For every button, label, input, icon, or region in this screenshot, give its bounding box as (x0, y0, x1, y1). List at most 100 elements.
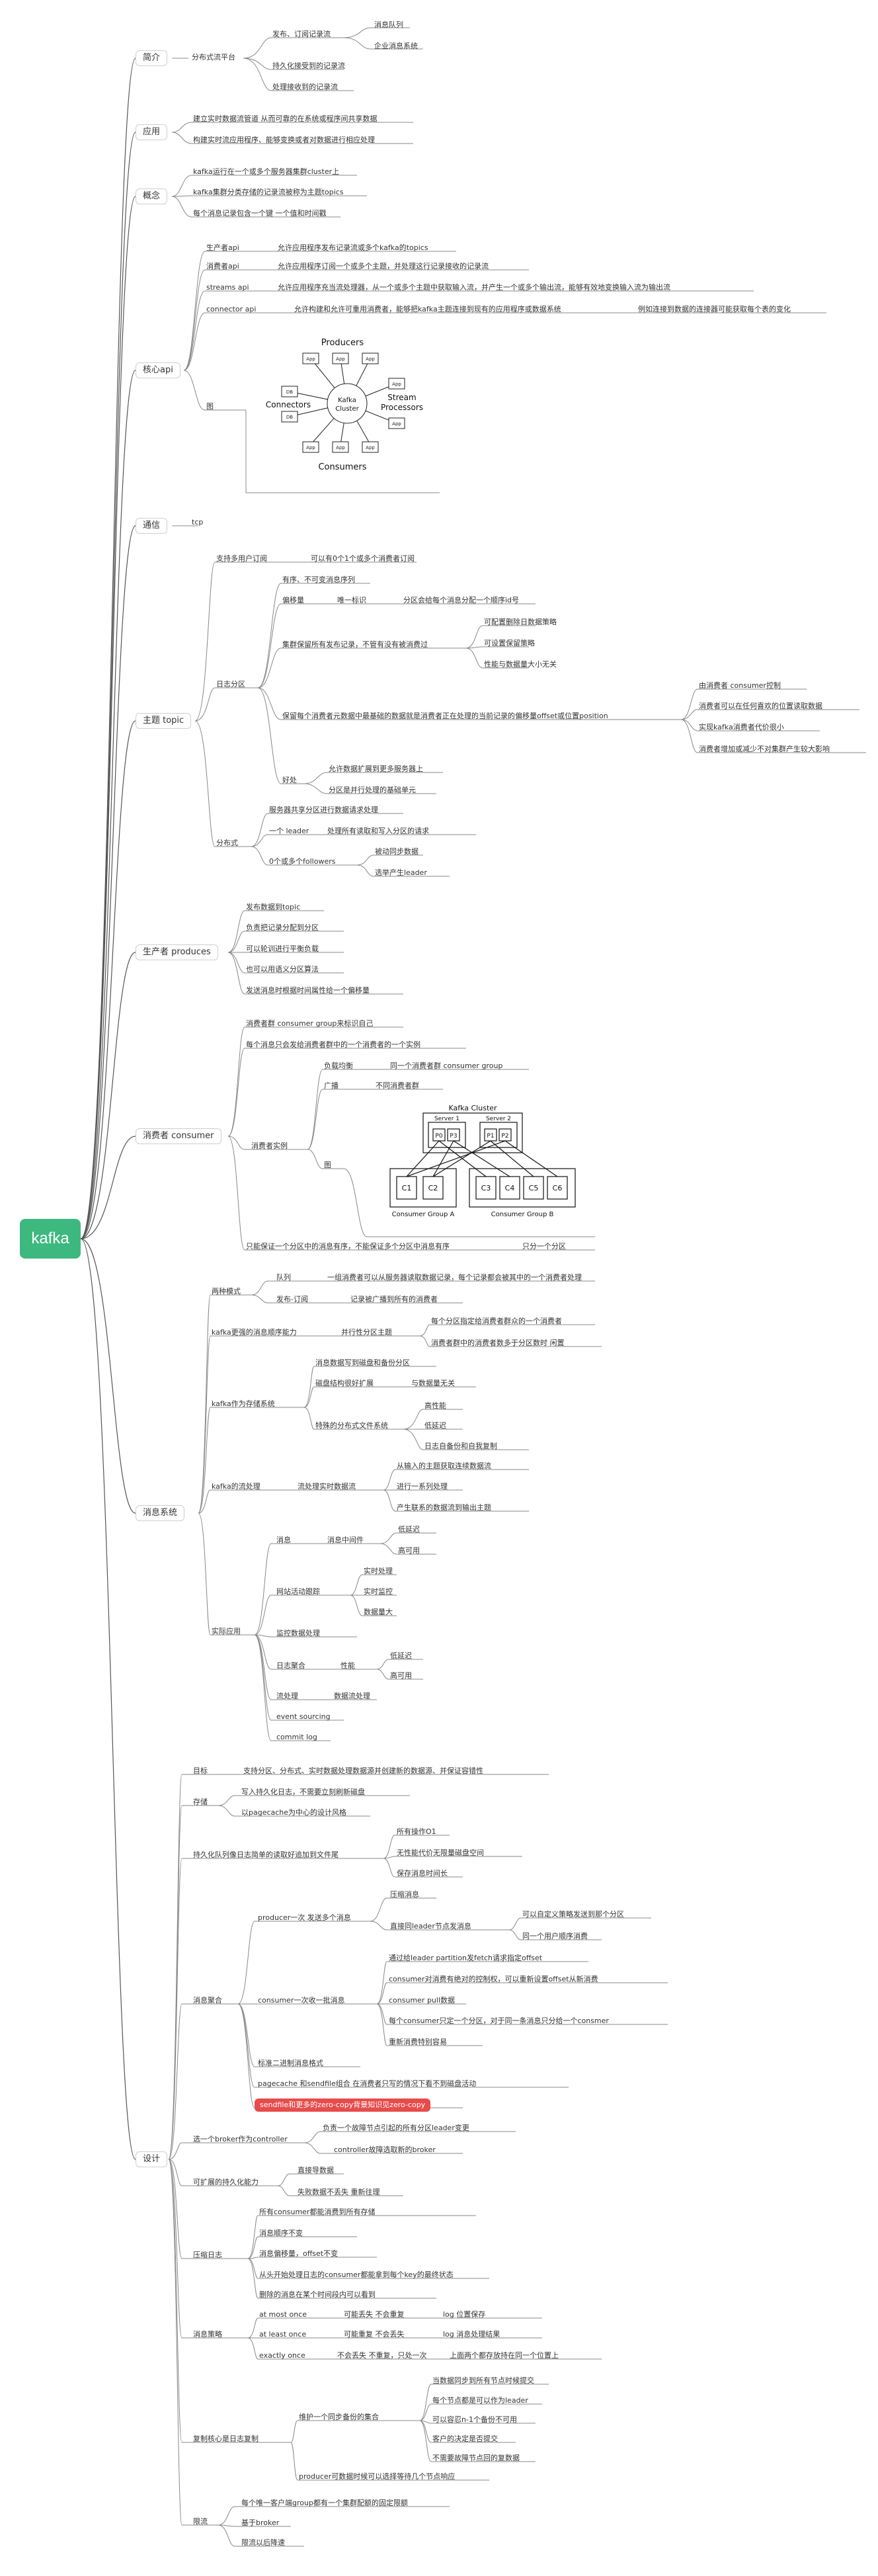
msg-msg[interactable]: 消息 (276, 1536, 291, 1544)
msg-mid-2[interactable]: 高可用 (398, 1546, 420, 1555)
intro-mq[interactable]: 消息队列 (374, 21, 403, 29)
msg-event[interactable]: event sourcing (276, 1712, 331, 1721)
msg-two-modes[interactable]: 两种模式 (212, 1287, 241, 1296)
msg-track-2[interactable]: 实时监控 (364, 1587, 393, 1596)
producer-item-4[interactable]: 也可以用语义分区算法 (246, 965, 319, 974)
design-bc-2[interactable]: controller故障选取新的broker (334, 2145, 436, 2154)
design-q-3[interactable]: 限流以后降速 (241, 2538, 285, 2547)
msg-pubsub-desc[interactable]: 记录被广播到所有的消费者 (350, 1295, 438, 1304)
topic-log-partition[interactable]: 日志分区 (216, 680, 245, 688)
consumer-fig-label[interactable]: 图 (324, 1161, 331, 1169)
msg-storage-3c[interactable]: 日志自备份和自我复制 (424, 1442, 497, 1450)
design-store-2[interactable]: 以pagecache为中心的设计风格 (241, 1808, 347, 1817)
concept-item-3[interactable]: 每个消息记录包含一个键 一个值和时间戳 (193, 209, 327, 218)
design-direct-1[interactable]: 可以自定义策略发送到那个分区 (522, 1910, 624, 1919)
metadata-item-4[interactable]: 消费者增加或减少不对集群产生较大影响 (699, 745, 830, 753)
apps-item-1[interactable]: 建立实时数据流管道 从而可靠的在系统或程序间共享数据 (193, 114, 378, 123)
msg-storage-1[interactable]: 消息数据写到磁盘和备份分区 (315, 1358, 410, 1367)
design-rs-4[interactable]: 客户的决定是否提交 (432, 2434, 498, 2443)
streams-api[interactable]: streams api (206, 283, 249, 292)
metadata-item-1[interactable]: 由消费者 consumer控制 (699, 681, 781, 690)
producer-topic[interactable]: 生产者 produces (136, 944, 218, 960)
design-q-1[interactable]: 每个唯一客户端group都有一个集群配额的固定限额 (241, 2499, 408, 2507)
topic-offset-desc[interactable]: 分区会给每个消息分配一个顺序id号 (403, 596, 520, 604)
intro-persist[interactable]: 持久化接受到的记录流 (272, 62, 345, 70)
design-cp-1[interactable]: 所有consumer都能消费到所有存储 (259, 2208, 376, 2216)
msg-queue[interactable]: 队列 (276, 1273, 291, 1282)
benefit-item-2[interactable]: 分区是并行处理的基础单元 (329, 786, 416, 794)
topic-dist-desc[interactable]: 服务器共享分区进行数据请求处理 (269, 806, 378, 814)
msg-track[interactable]: 网站活动跟踪 (276, 1587, 320, 1596)
design-replica[interactable]: 复制核心是日志复制 (193, 2434, 259, 2443)
msg-stream-proc[interactable]: 流处理 (276, 1692, 298, 1700)
msg-track-3[interactable]: 数据量大 (364, 1608, 393, 1616)
concept-item-2[interactable]: kafka集群分类存储的记录流被称为主题topics (193, 188, 344, 196)
design-store[interactable]: 存储 (193, 1798, 208, 1806)
topic-benefit[interactable]: 好处 (282, 776, 297, 784)
design-direct-2[interactable]: 同一个用户顺序消费 (522, 1932, 588, 1940)
api-topic[interactable]: 核心api (136, 362, 180, 378)
msg-stream-1[interactable]: 从输入的主题获取连续数据流 (397, 1462, 491, 1470)
design-at-most-d2[interactable]: log 位置保存 (443, 2310, 486, 2319)
design-exactly[interactable]: exactly once (259, 2351, 305, 2360)
design-pq-1[interactable]: 所有操作O1 (397, 1827, 436, 1836)
design-rs-6[interactable]: producer可数据时候可以选择等待几个节点响应 (299, 2472, 456, 2481)
msg-practice[interactable]: 实际应用 (212, 1627, 241, 1636)
consumer-api[interactable]: 消费者api (206, 262, 239, 270)
design-rep-set[interactable]: 维护一个同步备份的集合 (299, 2413, 379, 2421)
comm-topic[interactable]: 通信 (136, 518, 168, 534)
msg-track-1[interactable]: 实时处理 (364, 1567, 393, 1575)
design-exactly-d2[interactable]: 上面两个都存放持在同一个位置上 (450, 2351, 559, 2360)
consumer-item-1[interactable]: 消费者群 consumer group来标识自己 (246, 1019, 374, 1028)
design-cb-5[interactable]: 重新消费特别容易 (389, 2038, 447, 2046)
design-sc-2[interactable]: 失败数据不丢失 重新往理 (298, 2188, 380, 2196)
design-direct[interactable]: 直接同leader节点发消息 (390, 1922, 471, 1931)
design-at-most-d[interactable]: 可能丢失 不会重复 (344, 2310, 405, 2319)
design-cb-1[interactable]: 通过给leader partition发fetch请求指定offset (389, 1954, 543, 1962)
design-efficiency[interactable]: 消息聚合 (193, 1996, 222, 2005)
design-pq-2[interactable]: 无性能代价无限量磁盘空间 (397, 1849, 484, 1857)
producer-item-1[interactable]: 发布数据到topic (246, 903, 301, 911)
design-rs-5[interactable]: 不需要故障节点回的复数据 (432, 2454, 520, 2462)
msg-stream-2[interactable]: 进行一系列处理 (397, 1482, 448, 1491)
intro-platform[interactable]: 分布式流平台 (192, 53, 235, 62)
msg-stream-desc[interactable]: 流处理实时数据流 (298, 1482, 356, 1491)
msg-mid[interactable]: 消息中间件 (327, 1536, 364, 1544)
design-at-least-d2[interactable]: log 消息处理结果 (443, 2330, 500, 2339)
msg-monitor[interactable]: 监控数据处理 (276, 1629, 320, 1638)
producer-api[interactable]: 生产者api (206, 243, 239, 252)
topic-unique-id[interactable]: 唯一标识 (337, 596, 366, 604)
msg-parallel[interactable]: 并行性分区主题 (341, 1328, 392, 1337)
topic-leader[interactable]: 一个 leader (269, 827, 309, 835)
design-bc-1[interactable]: 负责一个故障节点引起的所有分区leader变更 (323, 2124, 469, 2132)
consumer-bc[interactable]: 广播 (324, 1081, 339, 1090)
topic-metadata[interactable]: 保留每个消费者元数据中最基础的数据就是消费者正在处理的当前记录的偏移量offse… (282, 712, 608, 720)
design-at-most[interactable]: at most once (259, 2310, 307, 2319)
design-compress[interactable]: 压缩消息 (390, 1890, 419, 1899)
design-rs-3[interactable]: 可以容忍n-1个备份不可用 (432, 2415, 517, 2424)
producer-item-3[interactable]: 可以轮训进行平衡负载 (246, 944, 319, 953)
consumer-api-desc[interactable]: 允许应用程序订阅一个或多个主题，并处理这行记录接收的记录流 (278, 262, 489, 270)
design-cp-2[interactable]: 消息顺序不变 (259, 2229, 303, 2237)
intro-topic[interactable]: 简介 (136, 50, 168, 66)
consumer-topic[interactable]: 消费者 consumer (136, 1128, 221, 1144)
consumer-instance[interactable]: 消费者实例 (251, 1142, 288, 1150)
design-scalable[interactable]: 可扩展的持久化能力 (193, 2178, 259, 2186)
root-node[interactable]: kafka (20, 1219, 81, 1259)
design-prod-batch[interactable]: producer一次 发送多个消息 (258, 1913, 351, 1922)
design-sc-1[interactable]: 直接导数据 (298, 2166, 334, 2175)
retention-item-1[interactable]: 可配置删除日数据策略 (484, 618, 557, 626)
apps-item-2[interactable]: 构建实时流应用程序、能够变换或者对数据进行相应处理 (193, 136, 375, 144)
topic-offset[interactable]: 偏移量 (282, 596, 304, 604)
msg-po-1[interactable]: 每个分区指定给消费者群众的一个消费者 (431, 1317, 562, 1325)
topic-topic[interactable]: 主题 topic (136, 713, 192, 729)
retention-item-2[interactable]: 可设置保留策略 (484, 639, 535, 647)
msg-mid-1[interactable]: 低延迟 (398, 1525, 420, 1534)
consumer-bc-desc[interactable]: 不同消费者群 (376, 1081, 419, 1090)
followers-item-1[interactable]: 被动同步数据 (375, 847, 419, 856)
design-cb-2[interactable]: consumer对消费有绝对的控制权，可以重新设置offset从新消费 (389, 1975, 598, 1983)
intro-ems[interactable]: 企业消息系统 (374, 42, 418, 50)
topic-leader-desc[interactable]: 处理所有读取和写入分区的请求 (327, 827, 429, 835)
msg-storage[interactable]: kafka作为存储系统 (212, 1399, 275, 1408)
design-cons-batch[interactable]: consumer一次收一批消息 (258, 1996, 345, 2005)
